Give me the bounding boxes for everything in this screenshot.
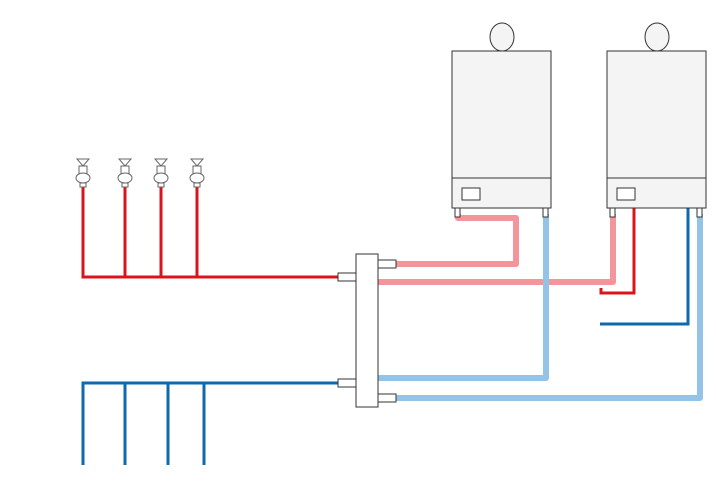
boiler-2-return-pipe bbox=[394, 214, 703, 401]
cold-main-pipe bbox=[81, 381, 340, 465]
hot-main-pipe bbox=[81, 187, 340, 279]
boiler-2-cold-outlet bbox=[600, 208, 690, 326]
hot-supply-circuit bbox=[81, 187, 636, 295]
boiler-1-flow-pipe bbox=[394, 214, 519, 267]
boiler-2-flow-stub bbox=[609, 207, 616, 218]
thermostatic-valve-icon bbox=[75, 158, 91, 188]
boiler-1-return-stub bbox=[542, 207, 549, 218]
separator-port-boiler-return bbox=[377, 393, 397, 403]
boiler-2 bbox=[606, 22, 707, 218]
cold-return-circuit bbox=[81, 208, 690, 465]
radiator-valves bbox=[75, 158, 205, 188]
boiler-2-flow-pipe bbox=[376, 214, 616, 285]
boiler-2-return-stub bbox=[696, 207, 703, 218]
control-panel-icon bbox=[616, 187, 636, 201]
boiler-flow-lines bbox=[376, 214, 616, 285]
flue-cap-icon bbox=[489, 22, 515, 52]
thermostatic-valve-icon bbox=[153, 158, 169, 188]
boiler-2-hot-outlet bbox=[599, 208, 636, 295]
hydraulic-separator bbox=[337, 253, 397, 408]
boiler-2-casing bbox=[606, 50, 707, 209]
boiler-return-lines bbox=[376, 214, 703, 401]
boiler-1-return-pipe bbox=[376, 214, 549, 381]
thermostatic-valve-icon bbox=[117, 158, 133, 188]
separator-port-hot-out bbox=[337, 272, 357, 282]
thermostatic-valve-icon bbox=[189, 158, 205, 188]
separator-port-cold-in bbox=[337, 378, 357, 388]
boiler-1-flow-stub bbox=[454, 207, 461, 218]
boiler-1-casing bbox=[451, 50, 552, 209]
separator-body bbox=[355, 253, 379, 408]
control-panel-icon bbox=[461, 187, 481, 201]
flue-cap-icon bbox=[644, 22, 670, 52]
boiler-1 bbox=[451, 22, 552, 218]
separator-port-boiler-flow bbox=[377, 259, 397, 269]
